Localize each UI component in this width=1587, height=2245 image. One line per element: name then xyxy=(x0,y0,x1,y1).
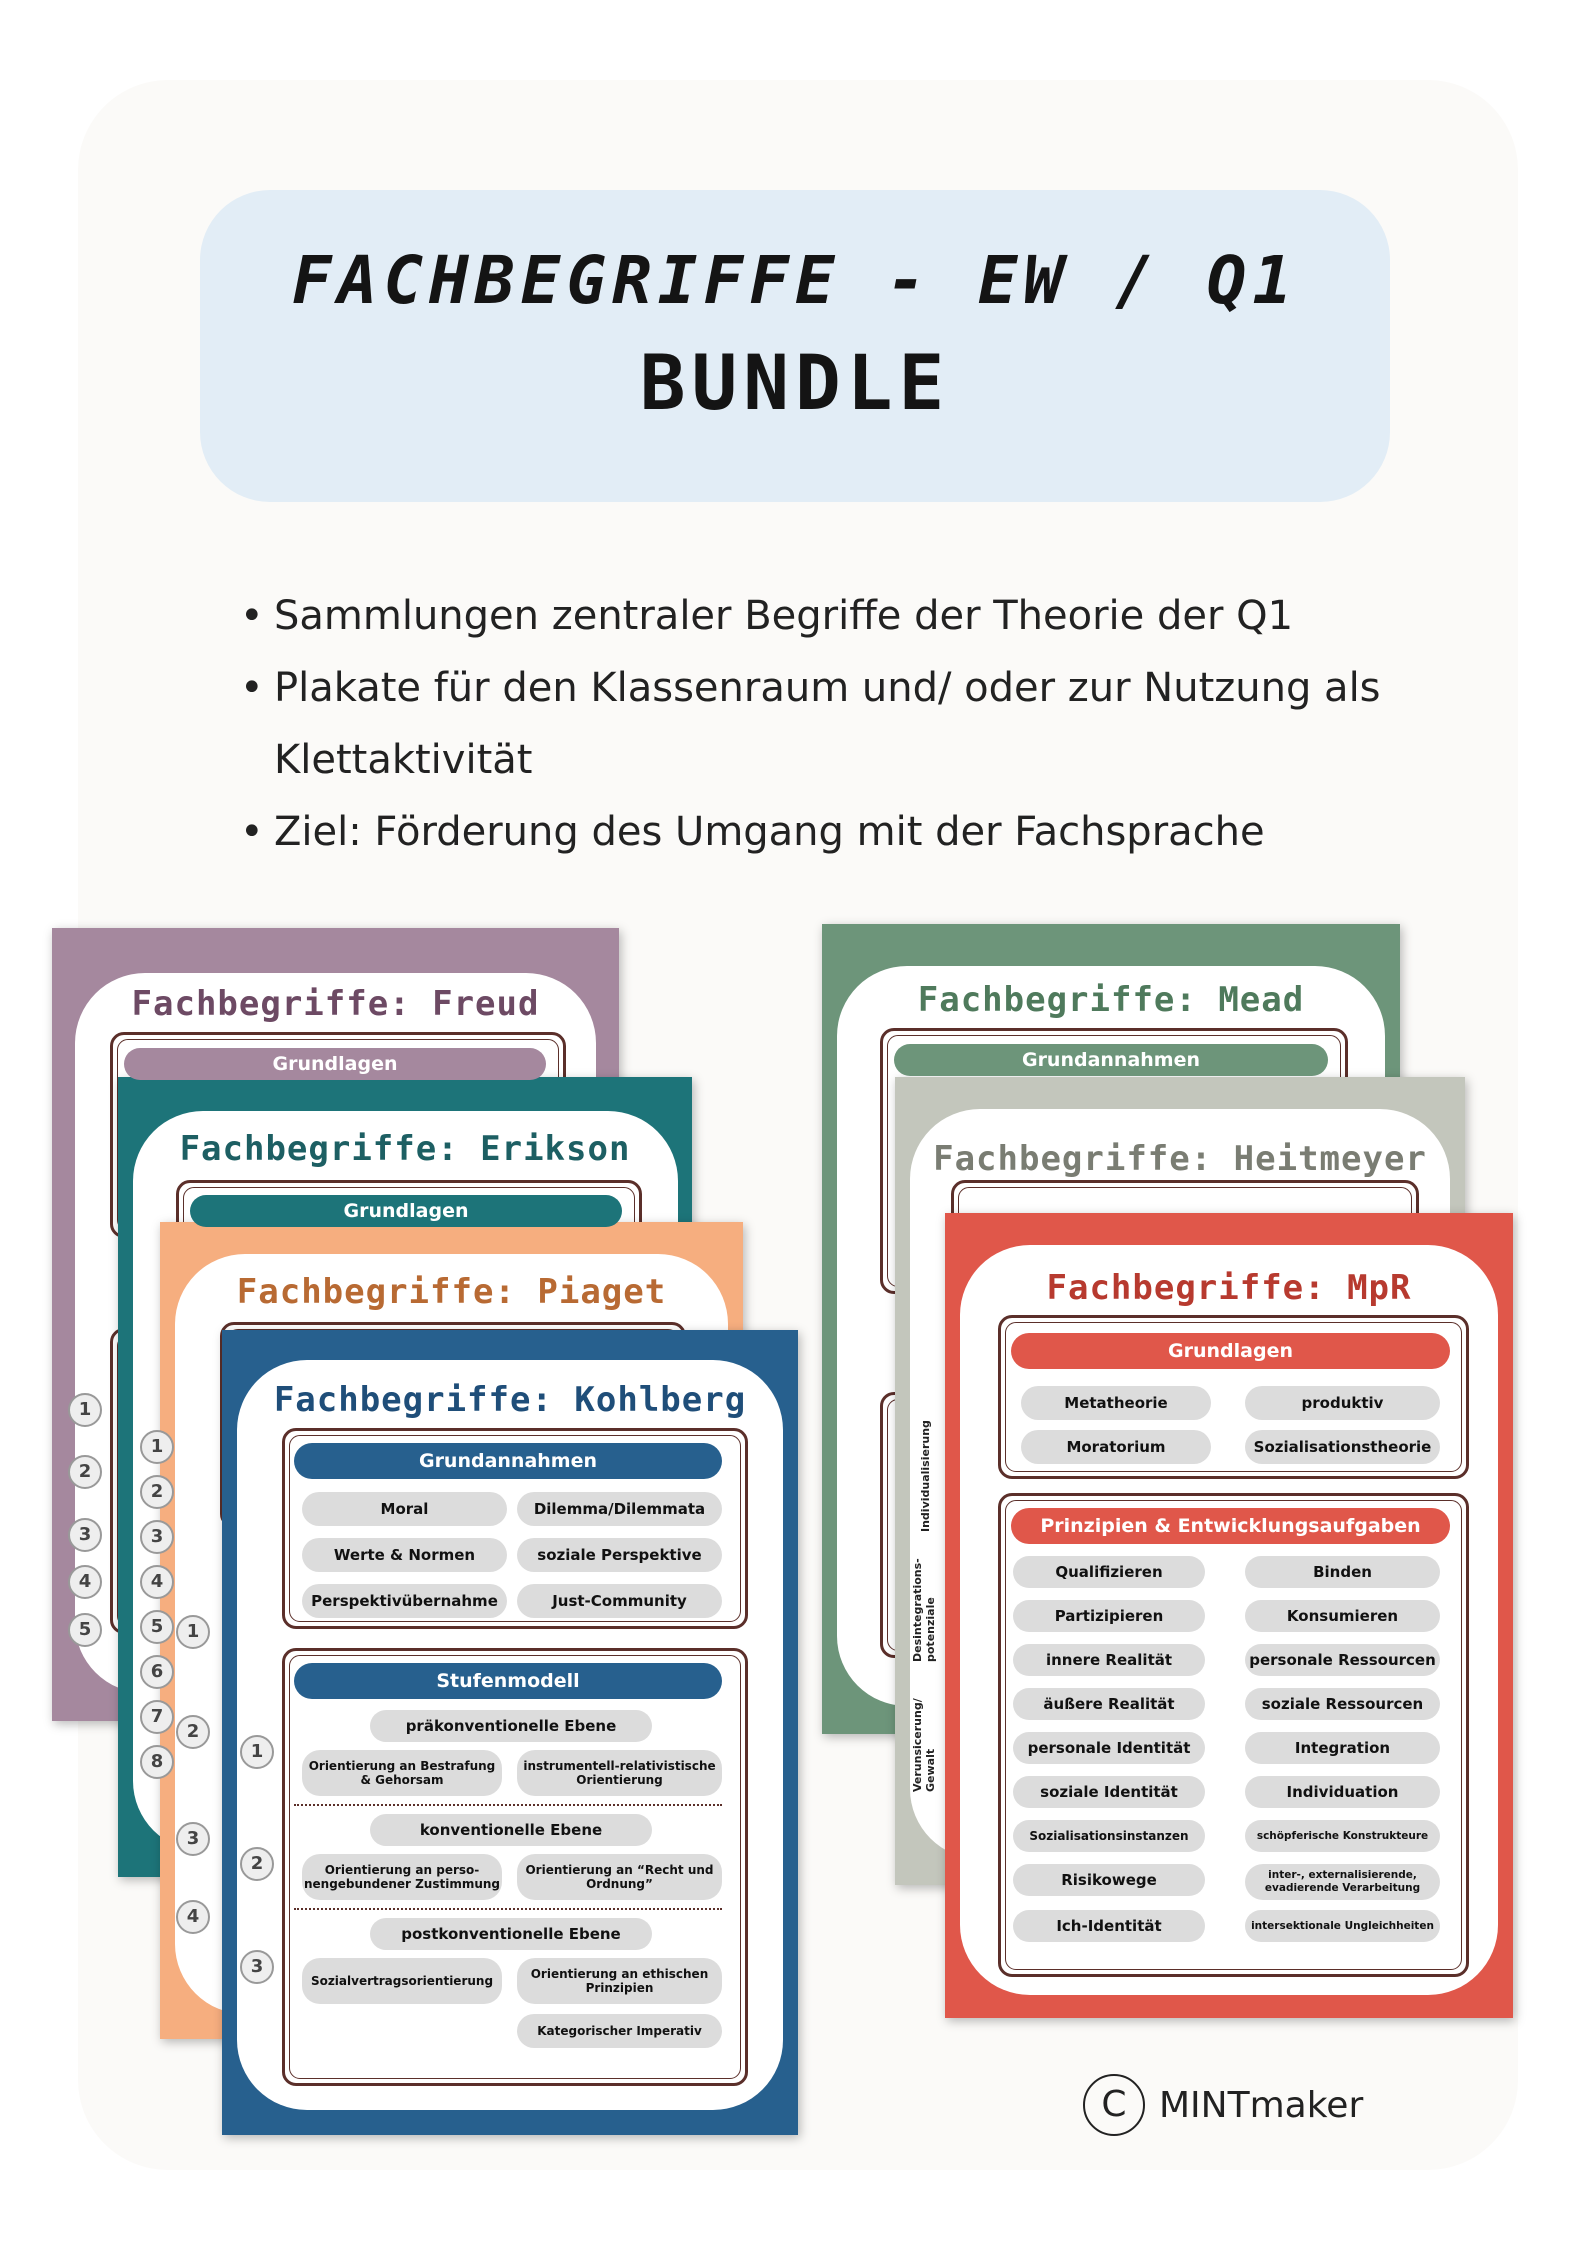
term-pill: äußere Realität xyxy=(1013,1688,1205,1720)
term-pill: Orientierung an perso-nengebundener Zust… xyxy=(302,1854,502,1900)
term-pill: Ich-Identität xyxy=(1013,1910,1205,1942)
poster-mpr: Fachbegriffe: MpR Grundlagen Metatheorie… xyxy=(945,1213,1513,2018)
term-pill: produktiv xyxy=(1245,1386,1440,1420)
term-pill: Partizipieren xyxy=(1013,1600,1205,1632)
term-pill: Qualifizieren xyxy=(1013,1556,1205,1588)
poster-title: Fachbegriffe: Piaget xyxy=(236,1272,667,1312)
term-pill: instrumentell-relativistische Orientieru… xyxy=(517,1750,722,1796)
poster-title: Fachbegriffe: Heitmeyer xyxy=(933,1139,1427,1179)
term-pill: soziale Perspektive xyxy=(517,1538,722,1572)
side-label: Individualisierung xyxy=(919,1420,932,1532)
side-label: Verunsicerung/ Gewalt xyxy=(911,1698,937,1792)
term-pill: Orientierung an “Recht und Ordnung” xyxy=(517,1854,722,1900)
section-header: Grundlagen xyxy=(1011,1333,1450,1369)
term-pill: Werte & Normen xyxy=(302,1538,507,1572)
level-pill: konventionelle Ebene xyxy=(370,1814,652,1846)
poster-title: Fachbegriffe: MpR xyxy=(1046,1268,1412,1308)
side-label: Desintegrations-potenziale xyxy=(911,1558,937,1662)
term-pill: Sozialvertragsorientierung xyxy=(302,1958,502,2004)
term-pill: personale Identität xyxy=(1013,1732,1205,1764)
section-header: Grundannahmen xyxy=(894,1044,1328,1076)
level-number: 1 xyxy=(240,1735,274,1769)
term-pill: inter-, externalisierende, evadierende V… xyxy=(1245,1864,1440,1900)
section-header: Stufenmodell xyxy=(294,1663,722,1699)
term-pill: Dilemma/Dilemmata xyxy=(517,1492,722,1526)
term-pill: soziale Ressourcen xyxy=(1245,1688,1440,1720)
term-pill: Perspektivübernahme xyxy=(302,1584,507,1618)
term-pill: Orientierung an Bestrafung & Gehorsam xyxy=(302,1750,502,1796)
brand-logo: C MINTmaker xyxy=(1083,2070,1363,2140)
section-header: Grundlagen xyxy=(124,1048,546,1080)
section-header: Prinzipien & Entwicklungsaufgaben xyxy=(1011,1508,1450,1544)
term-pill: Moral xyxy=(302,1492,507,1526)
term-pill: Just-Community xyxy=(517,1584,722,1618)
term-pill: innere Realität xyxy=(1013,1644,1205,1676)
poster-title: Fachbegriffe: Erikson xyxy=(179,1129,631,1169)
term-pill: personale Ressourcen xyxy=(1245,1644,1440,1676)
feature-item: Plakate für den Klassenraum und/ oder zu… xyxy=(240,652,1390,796)
brand-name: MINTmaker xyxy=(1159,2084,1364,2126)
term-pill: Binden xyxy=(1245,1556,1440,1588)
term-pill: Kategorischer Imperativ xyxy=(517,2014,722,2048)
section-header: Grundannahmen xyxy=(294,1443,722,1479)
level-pill: präkonventionelle Ebene xyxy=(370,1710,652,1742)
page-subtitle: BUNDLE xyxy=(639,338,951,427)
poster-kohlberg: Fachbegriffe: Kohlberg Grundannahmen Mor… xyxy=(222,1330,798,2135)
feature-list: Sammlungen zentraler Begriffe der Theori… xyxy=(240,580,1390,868)
copyright-icon: C xyxy=(1083,2074,1145,2136)
level-number: 2 xyxy=(240,1847,274,1881)
term-pill: Moratorium xyxy=(1021,1430,1211,1464)
level-number: 3 xyxy=(240,1950,274,1984)
term-pill: Orientierung an ethischen Prinzipien xyxy=(517,1958,722,2004)
term-pill: Integration xyxy=(1245,1732,1440,1764)
title-banner: FACHBEGRIFFE - EW / Q1 BUNDLE xyxy=(200,190,1390,502)
term-pill: Risikowege xyxy=(1013,1864,1205,1896)
poster-title: Fachbegriffe: Freud xyxy=(131,984,540,1024)
level-pill: postkonventionelle Ebene xyxy=(370,1918,652,1950)
term-pill: Metatheorie xyxy=(1021,1386,1211,1420)
feature-item: Sammlungen zentraler Begriffe der Theori… xyxy=(240,580,1390,652)
term-pill: soziale Identität xyxy=(1013,1776,1205,1808)
page-title: FACHBEGRIFFE - EW / Q1 xyxy=(291,242,1299,319)
feature-item: Ziel: Förderung des Umgang mit der Fachs… xyxy=(240,796,1390,868)
poster-title: Fachbegriffe: Kohlberg xyxy=(273,1380,747,1420)
term-pill: Sozialisationsinstanzen xyxy=(1013,1820,1205,1852)
term-pill: Konsumieren xyxy=(1245,1600,1440,1632)
term-pill: Individuation xyxy=(1245,1776,1440,1808)
term-pill: Sozialisationstheorie xyxy=(1245,1430,1440,1464)
section-header: Grundlagen xyxy=(190,1195,622,1227)
term-pill: intersektionale Ungleichheiten xyxy=(1245,1910,1440,1942)
poster-title: Fachbegriffe: Mead xyxy=(917,980,1305,1020)
term-pill: schöpferische Konstrukteure xyxy=(1245,1820,1440,1852)
